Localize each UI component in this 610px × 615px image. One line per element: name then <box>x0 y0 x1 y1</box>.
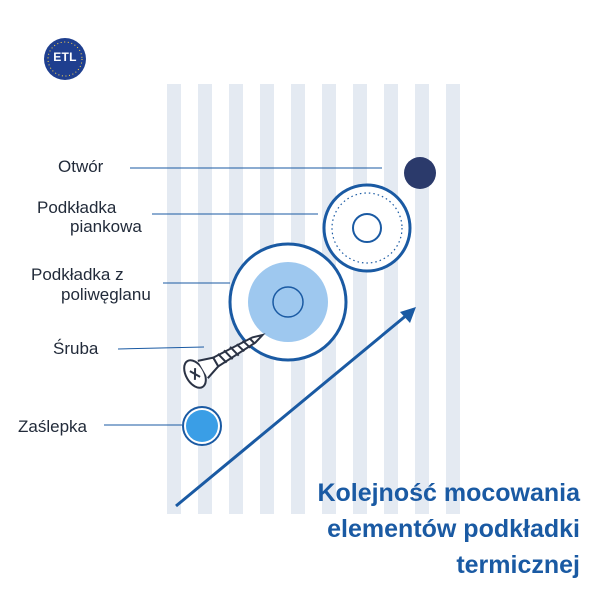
screw-icon <box>183 333 266 389</box>
diagram-title: Kolejność mocowania elementów podkładki … <box>200 475 580 583</box>
leader-lines <box>104 167 382 426</box>
label-otwor: Otwór <box>58 157 104 176</box>
foam-washer <box>322 183 412 273</box>
label-poliweglan-line2: poliwęglanu <box>61 285 151 304</box>
label-poliweglan-line1: Podkładka z <box>31 265 124 284</box>
title-line-1: Kolejność mocowania <box>317 479 580 507</box>
cap-circle <box>182 406 222 446</box>
logo-emblem <box>44 38 86 80</box>
title-line-2: elementów podkładki <box>327 515 580 543</box>
title-line-3: termicznej <box>456 551 580 579</box>
label-piankowa-line1: Podkładka <box>37 198 117 217</box>
polycarbonate-washer <box>228 242 348 362</box>
logo: ETL <box>44 38 86 80</box>
label-sruba: Śruba <box>53 339 99 358</box>
leader-line-sruba <box>117 346 205 350</box>
direction-arrow <box>175 307 416 508</box>
hole-circle <box>404 157 436 189</box>
label-zaslepka: Zaślepka <box>18 417 87 436</box>
logo-text: ETL <box>53 50 77 64</box>
label-piankowa-line2: piankowa <box>70 217 142 236</box>
